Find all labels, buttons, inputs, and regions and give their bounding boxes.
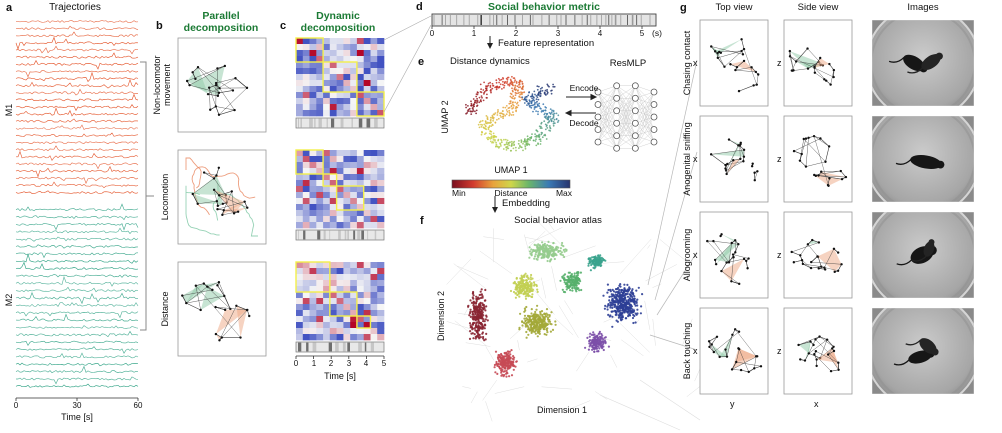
g-col-side-view: Side view bbox=[797, 2, 839, 13]
g-side-yaxis-2: z bbox=[777, 250, 782, 260]
group-label-m2: M2 bbox=[4, 293, 15, 307]
panel-label-c: c bbox=[280, 20, 287, 32]
feature-representation-label: Feature representation bbox=[498, 38, 595, 49]
c-tick-3: 3 bbox=[346, 359, 352, 368]
d-tick-0: 0 bbox=[429, 29, 435, 38]
g-row-anogenital-sniffing: Anogenital sniffing bbox=[682, 122, 693, 196]
panel-d-title: Social behavior metric bbox=[487, 1, 601, 13]
atlas-title: Social behavior atlas bbox=[514, 215, 602, 226]
b-row-label-locomotion: Locomotion bbox=[160, 173, 171, 221]
d-tick-3: 3 bbox=[555, 29, 561, 38]
panel-label-f: f bbox=[420, 215, 424, 227]
atlas-y-axis-label: Dimension 2 bbox=[436, 290, 447, 342]
g-top-yaxis-0: x bbox=[693, 58, 698, 68]
resmlp-label: ResMLP bbox=[609, 58, 647, 69]
panel-label-b: b bbox=[156, 20, 163, 32]
g-top-yaxis-1: x bbox=[693, 154, 698, 164]
distance-dynamics-label: Distance dynamics bbox=[450, 56, 530, 67]
embedding-label: Embedding bbox=[502, 198, 551, 209]
b-row-label-nonlocomotor: Non-locomotor movement bbox=[152, 55, 172, 115]
g-side-yaxis-1: z bbox=[777, 154, 782, 164]
g-row-back-touching: Back touching bbox=[682, 322, 693, 380]
atlas-x-axis-label: Dimension 1 bbox=[536, 405, 588, 415]
panel-label-g: g bbox=[680, 2, 687, 14]
d-tick-5: 5 bbox=[639, 29, 645, 38]
d-scale-unit: (s) bbox=[652, 28, 662, 38]
g-col-top-view: Top view bbox=[715, 2, 753, 13]
colorbar-min-label: Min bbox=[452, 188, 466, 198]
a-tick-60: 60 bbox=[133, 401, 143, 410]
a-tick-0: 0 bbox=[13, 401, 19, 410]
g-top-yaxis-3: x bbox=[693, 346, 698, 356]
group-label-m1: M1 bbox=[4, 103, 15, 117]
g-col-images: Images bbox=[907, 2, 939, 13]
c-tick-5: 5 bbox=[381, 359, 387, 368]
g-side-yaxis-3: z bbox=[777, 346, 782, 356]
a-x-axis-label: Time [s] bbox=[61, 412, 93, 422]
d-tick-2: 2 bbox=[513, 29, 519, 38]
d-tick-1: 1 bbox=[471, 29, 477, 38]
decode-label: Decode bbox=[569, 118, 599, 128]
colorbar-max-label: Max bbox=[555, 188, 572, 198]
c-tick-2: 2 bbox=[328, 359, 334, 368]
panel-b-title: Parallel decomposition bbox=[183, 10, 259, 35]
panel-label-e: e bbox=[418, 56, 425, 68]
panel-c-title: Dynamic decomposition bbox=[300, 10, 376, 35]
g-side-yaxis-0: z bbox=[777, 58, 782, 68]
g-side-xaxis-label: x bbox=[814, 399, 819, 409]
g-top-xaxis-label: y bbox=[730, 399, 735, 409]
panel-a-title: Trajectories bbox=[49, 2, 101, 13]
c-tick-4: 4 bbox=[363, 359, 369, 368]
c-tick-1: 1 bbox=[311, 359, 317, 368]
panel-label-a: a bbox=[6, 2, 13, 14]
c-x-axis-label: Time [s] bbox=[324, 371, 356, 381]
d-tick-4: 4 bbox=[597, 29, 603, 38]
c-tick-0: 0 bbox=[293, 359, 299, 368]
g-row-allogrooming: Allogrooming bbox=[682, 228, 693, 282]
encode-label: Encode bbox=[569, 83, 599, 93]
panel-label-d: d bbox=[416, 1, 423, 13]
a-tick-30: 30 bbox=[72, 401, 82, 410]
colorbar-title: Distance bbox=[494, 188, 528, 198]
g-row-chasing-contact: Chasing contact bbox=[682, 30, 693, 96]
g-top-yaxis-2: x bbox=[693, 250, 698, 260]
umap-y-axis-label: UMAP 2 bbox=[440, 100, 451, 134]
umap-x-axis-label: UMAP 1 bbox=[494, 165, 528, 175]
b-row-label-distance: Distance bbox=[160, 291, 171, 327]
